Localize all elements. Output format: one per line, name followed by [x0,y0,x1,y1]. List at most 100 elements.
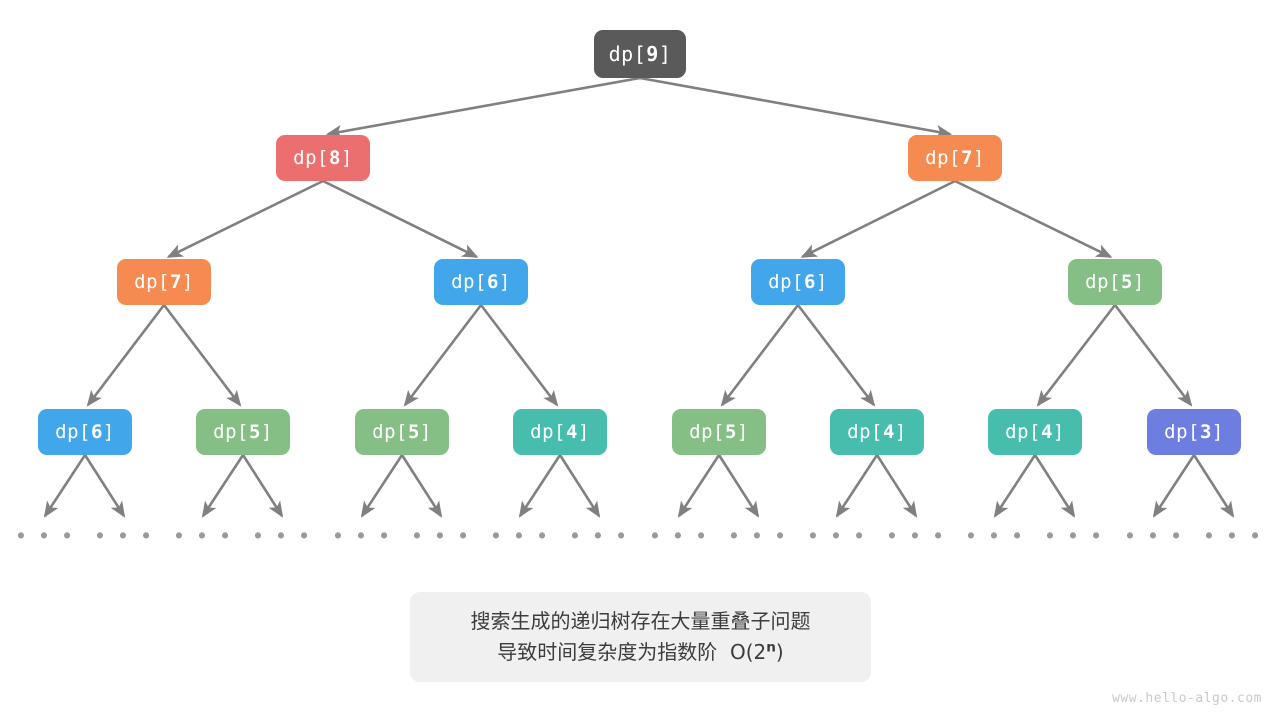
tree-node-dp-9: dp[9] [594,30,686,78]
ellipsis: • • • [964,524,1026,549]
tree-node-dp-3: dp[3] [1147,409,1241,455]
caption-box: 搜索生成的递归树存在大量重叠子问题 导致时间复杂度为指数阶 O(2n) [410,592,871,682]
tree-edge [796,304,876,407]
node-label-index: 6 [486,271,499,293]
ellipsis: • • • [885,524,947,549]
ellipsis: • • • [489,524,551,549]
node-label-suffix: ] [1132,271,1145,293]
node-label-prefix: dp[ [1085,271,1121,293]
leaf-edge [518,454,562,518]
node-label-suffix: ] [260,421,273,443]
ellipsis: • • • [93,524,155,549]
node-label-suffix: ] [577,421,590,443]
tree-node-dp-5: dp[5] [355,409,449,455]
tree-node-dp-4: dp[4] [513,409,607,455]
node-label-index: 3 [1199,421,1212,443]
ellipsis: • • • [410,524,472,549]
tree-edge [1036,304,1117,407]
node-label-prefix: dp[ [451,271,487,293]
ellipsis: • • • [251,524,313,549]
leaf-edge [43,454,87,518]
node-label-index: 9 [646,42,659,66]
tree-edge [86,304,166,407]
ellipsis: • • • [727,524,789,549]
node-label-index: 6 [803,271,816,293]
node-label-index: 4 [882,421,895,443]
node-label-suffix: ] [894,421,907,443]
caption-line-2-after: ) [775,640,784,664]
tree-node-dp-8: dp[8] [276,135,370,181]
caption-line-2: 导致时间复杂度为指数阶 O(2n) [497,637,783,668]
node-label-prefix: dp[ [689,421,725,443]
node-label-prefix: dp[ [372,421,408,443]
node-label-suffix: ] [419,421,432,443]
leaf-edge [677,454,721,518]
leaf-edge [558,454,601,518]
node-label-index: 6 [90,421,103,443]
node-label-prefix: dp[ [134,271,170,293]
node-label-suffix: ] [102,421,115,443]
tree-edge [954,179,1113,258]
tree-node-dp-7: dp[7] [908,135,1002,181]
leaf-edge [400,454,443,518]
leaf-edge [241,454,284,518]
tree-edge [322,179,479,258]
tree-edge [166,179,324,258]
tree-edge [1113,304,1193,407]
tree-edge [639,76,953,139]
node-label-index: 5 [248,421,261,443]
leaf-edge [1152,454,1196,518]
node-label-suffix: ] [498,271,511,293]
leaf-edge [717,454,760,518]
node-label-index: 7 [169,271,182,293]
node-label-index: 8 [328,147,341,169]
ellipsis: • • • [1202,524,1264,549]
ellipsis: • • • [1123,524,1185,549]
node-label-suffix: ] [736,421,749,443]
node-label-prefix: dp[ [293,147,329,169]
tree-edge [403,304,483,407]
tree-node-dp-7: dp[7] [117,259,211,305]
node-label-suffix: ] [340,147,353,169]
tree-node-dp-4: dp[4] [988,409,1082,455]
ellipsis: • • • [14,524,76,549]
tree-node-dp-4: dp[4] [830,409,924,455]
node-label-suffix: ] [815,271,828,293]
ellipsis: • • • [172,524,234,549]
ellipsis: • • • [648,524,710,549]
leaf-edges [43,454,1235,518]
leaf-edge [1192,454,1235,518]
ellipsis: • • • [1043,524,1105,549]
node-label-index: 4 [565,421,578,443]
leaf-edge [835,454,879,518]
caption-line-1: 搜索生成的递归树存在大量重叠子问题 [470,609,811,633]
leaf-edge [360,454,404,518]
node-label-index: 5 [724,421,737,443]
node-label-prefix: dp[ [213,421,249,443]
leaf-edge [83,454,126,518]
node-label-index: 5 [1120,271,1133,293]
tree-edges [86,76,1193,407]
node-label-prefix: dp[ [768,271,804,293]
node-label-suffix: ] [1211,421,1224,443]
tree-node-dp-5: dp[5] [1068,259,1162,305]
node-label-prefix: dp[ [530,421,566,443]
tree-node-dp-6: dp[6] [434,259,528,305]
leaf-edge [201,454,245,518]
tree-node-dp-6: dp[6] [38,409,132,455]
watermark: www.hello-algo.com [1112,691,1262,706]
leaf-edge [875,454,918,518]
node-label-suffix: ] [972,147,985,169]
tree-node-dp-5: dp[5] [672,409,766,455]
node-label-index: 7 [960,147,973,169]
node-label-prefix: dp[ [1164,421,1200,443]
ellipsis: • • • [331,524,393,549]
node-label-prefix: dp[ [925,147,961,169]
node-label-prefix: dp[ [608,42,647,66]
node-label-suffix: ] [181,271,194,293]
leaf-edge [993,454,1037,518]
ellipsis: • • • [806,524,868,549]
node-label-index: 4 [1040,421,1053,443]
